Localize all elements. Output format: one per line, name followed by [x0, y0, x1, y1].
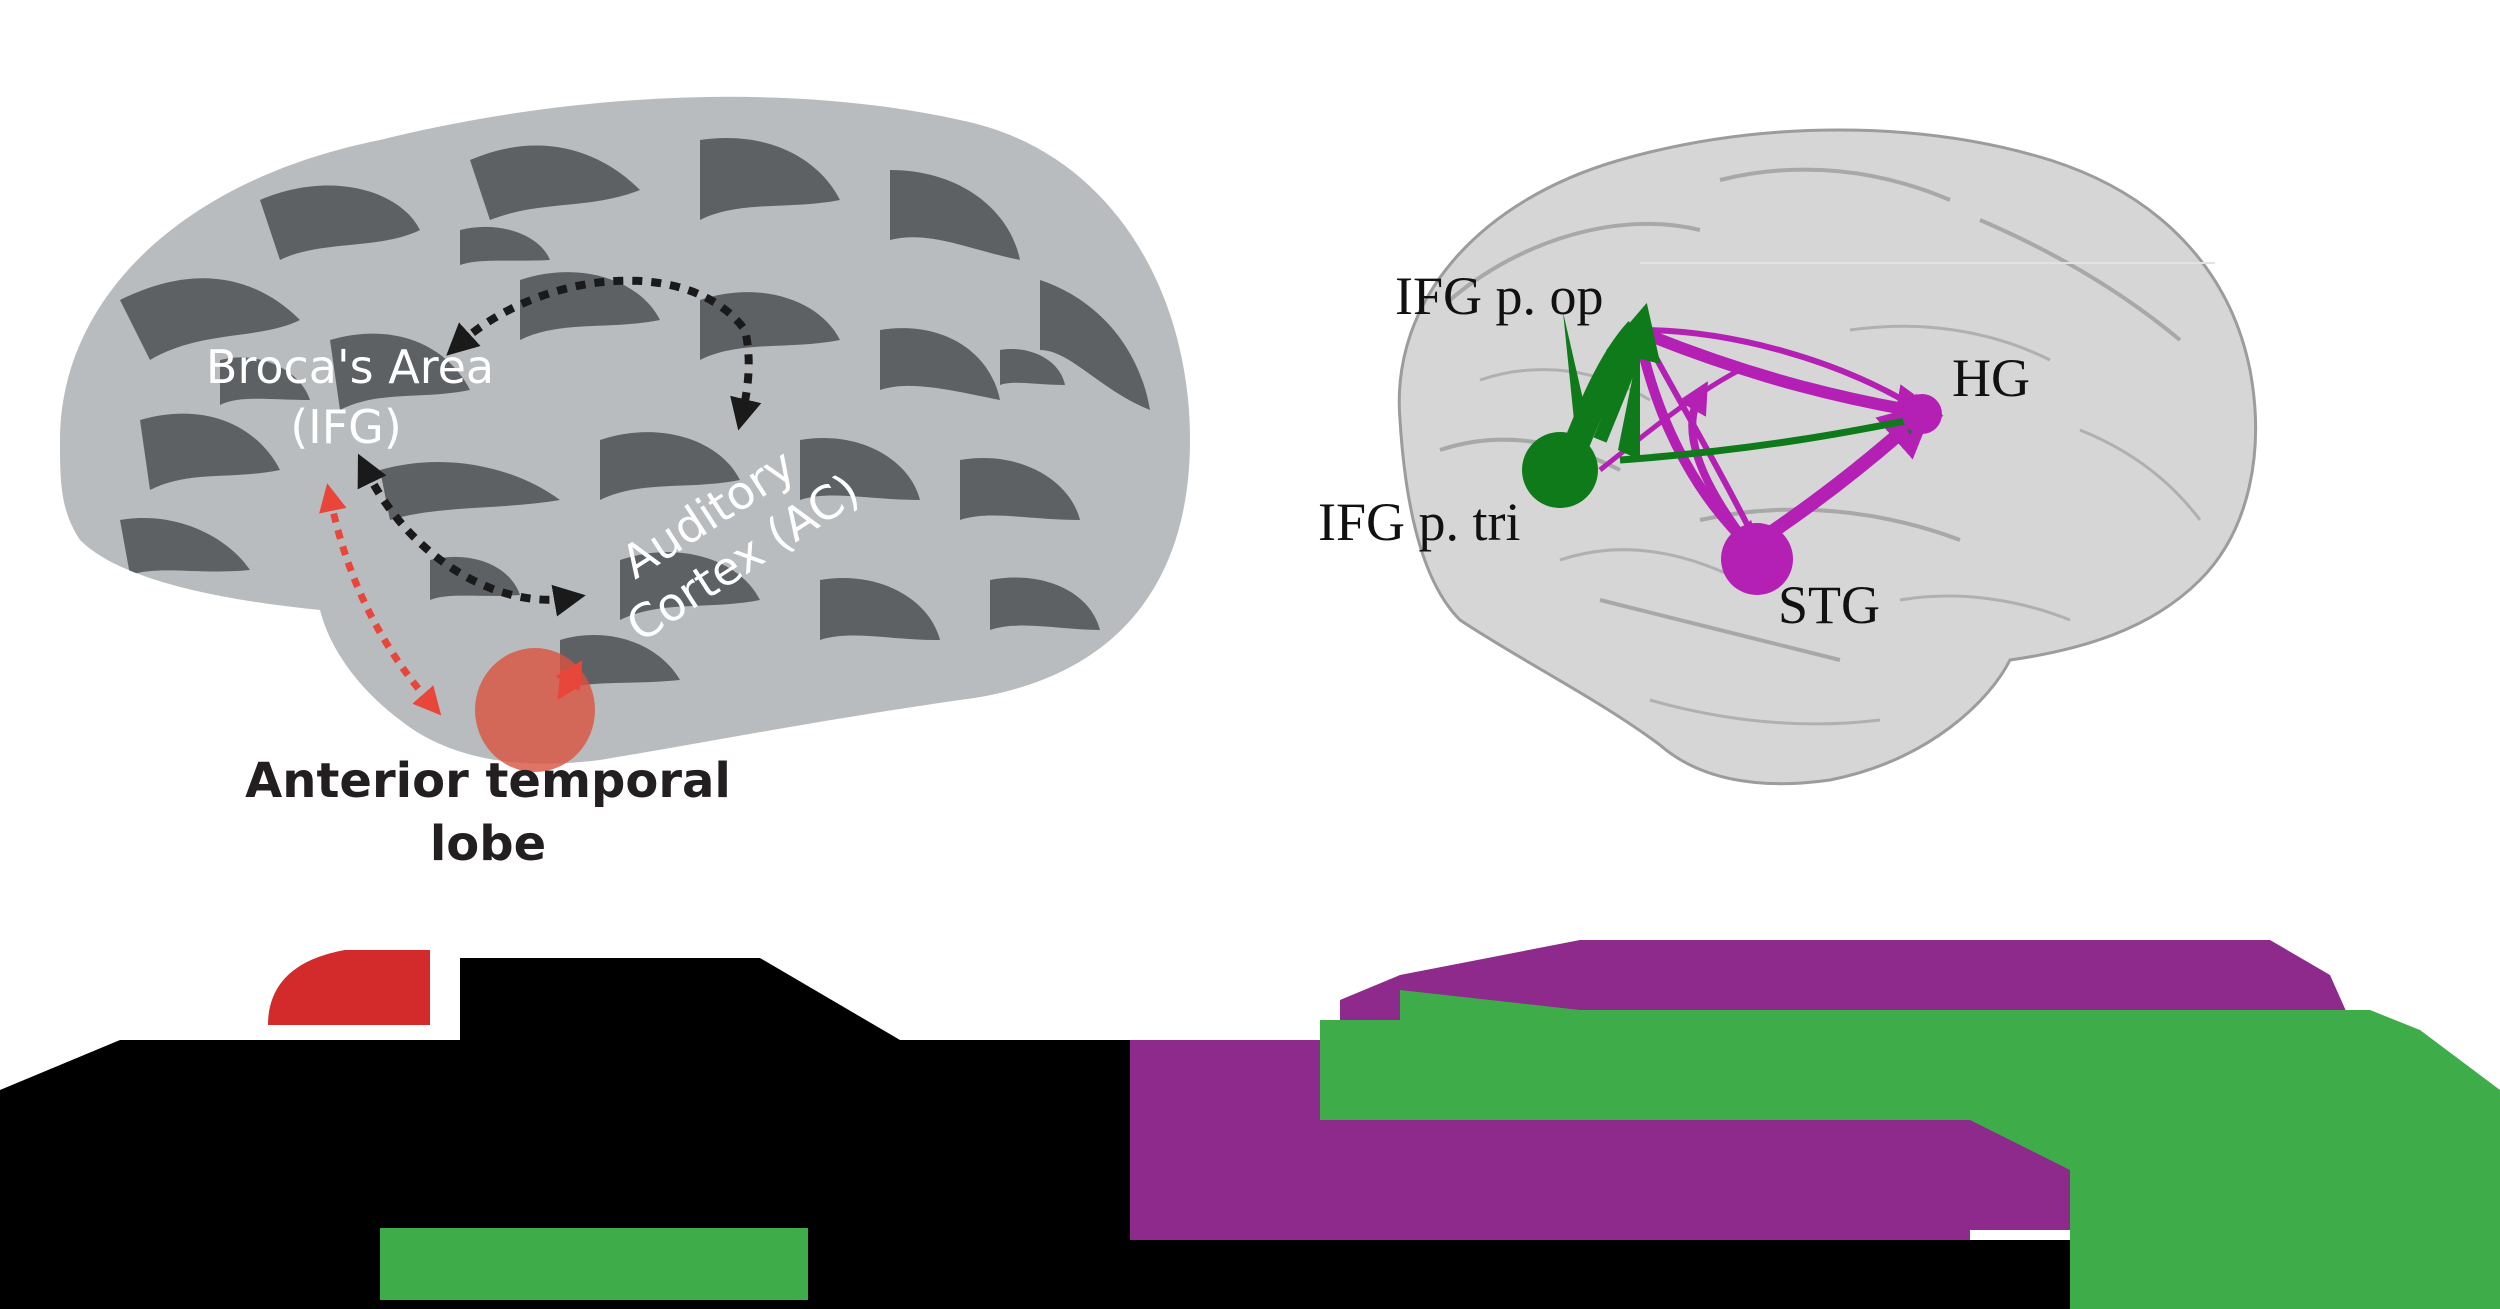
label-atl-line1: Anterior temporal: [245, 753, 731, 809]
legend-green-block: [1320, 990, 2500, 1309]
legend-green-chip: [380, 1228, 808, 1300]
node-stg-circle: [1721, 523, 1793, 595]
magenta-network: [1598, 327, 1944, 562]
label-hg: HG: [1952, 348, 2030, 408]
label-atl-line2: lobe: [430, 816, 546, 872]
red-arrow-ac-atl: [555, 660, 585, 700]
label-ifg-p-tri: IFG p. tri: [1318, 492, 1521, 552]
glass-brain: [1397, 128, 2258, 786]
node-ifg-p-op-circle: [1631, 323, 1649, 341]
label-ifg-p-op: IFG p. op: [1395, 266, 1604, 326]
label-ifg: (IFG): [290, 400, 402, 454]
node-ifg-p-tri-circle: [1522, 432, 1598, 508]
legend-strip: [0, 940, 2500, 1309]
legend-black-block: [0, 958, 1130, 1309]
node-hg-circle: [1902, 394, 1942, 434]
label-brocas-area: Broca's Area: [206, 340, 494, 394]
black-arrow-top: [446, 276, 762, 431]
label-stg: STG: [1778, 575, 1880, 635]
inflated-cortex: [60, 96, 1190, 764]
legend-dark-band: [1130, 1240, 2070, 1309]
legend-red-swatch: [268, 950, 430, 1025]
legend-white-gap: [1330, 1120, 1970, 1180]
